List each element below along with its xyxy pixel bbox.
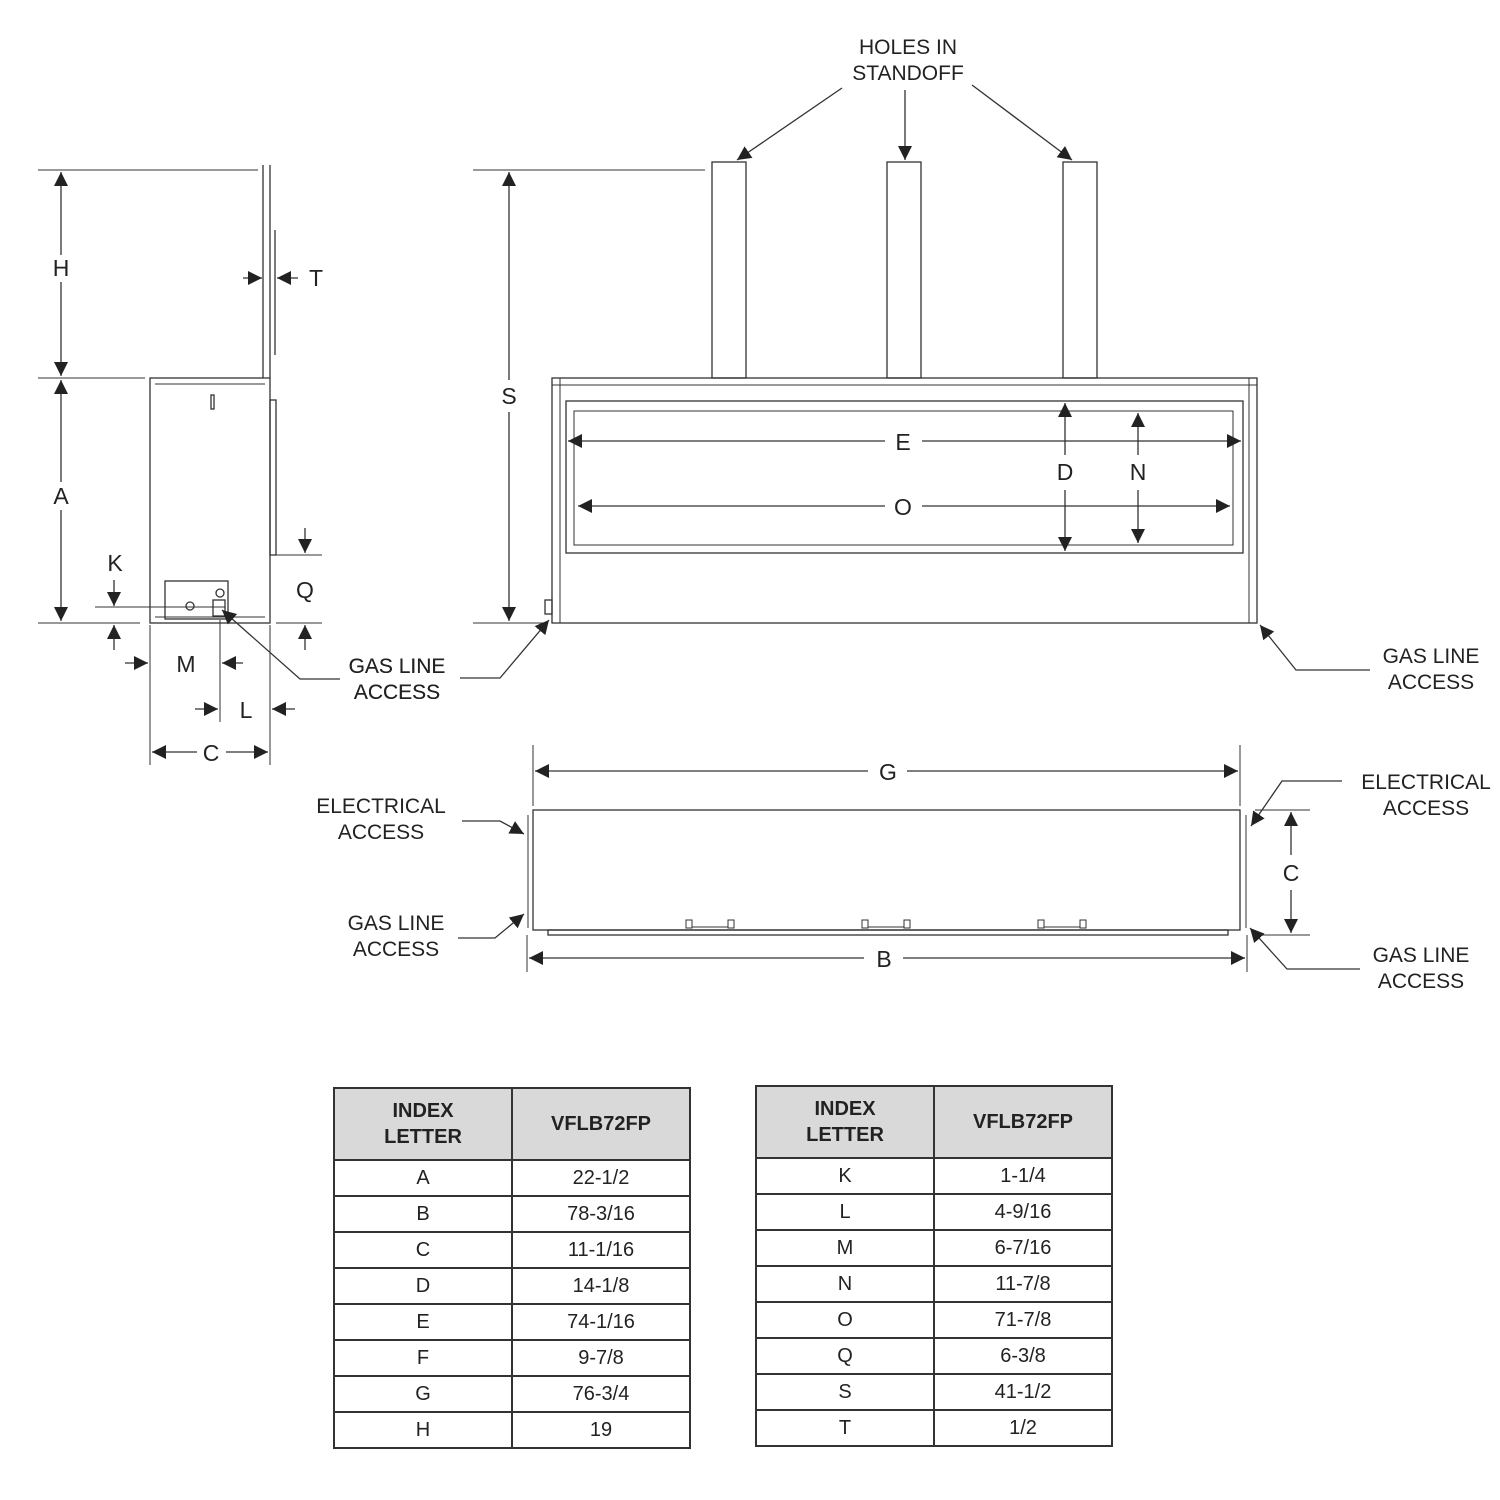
side-view — [38, 165, 340, 765]
index-letter-cell: G — [333, 1375, 513, 1413]
dim-label-d: D — [1057, 459, 1074, 485]
dimension-value-cell: 9-7/8 — [511, 1339, 691, 1377]
dimension-value-cell: 76-3/4 — [511, 1375, 691, 1413]
index-letter-cell: K — [755, 1157, 935, 1195]
dim-label-g: G — [879, 759, 897, 785]
gas-line-access-label: GAS LINE — [1373, 944, 1470, 967]
holes-in-standoff-label: HOLES IN — [859, 36, 957, 59]
standoff — [886, 161, 922, 379]
gas-line-access-label: ACCESS — [354, 681, 440, 704]
header-model: VFLB72FP — [933, 1085, 1113, 1159]
index-letter-cell: N — [755, 1265, 935, 1303]
header-model: VFLB72FP — [511, 1087, 691, 1161]
dim-label-l: L — [240, 697, 253, 723]
index-letter-cell: F — [333, 1339, 513, 1377]
dimension-value-cell: 41-1/2 — [933, 1373, 1113, 1411]
electrical-access-label: ACCESS — [338, 821, 424, 844]
gas-line-access-label: GAS LINE — [348, 912, 445, 935]
gas-line-access-label: ACCESS — [1378, 970, 1464, 993]
electrical-access-label: ACCESS — [1383, 797, 1469, 820]
dim-label-s: S — [501, 383, 516, 409]
dim-label-o: O — [894, 494, 912, 520]
gas-line-access-label: ACCESS — [353, 938, 439, 961]
dimension-value-cell: 1/2 — [933, 1409, 1113, 1447]
top-body — [532, 809, 1241, 931]
gas-line-access-label: GAS LINE — [349, 655, 446, 678]
dim-label-e: E — [895, 429, 910, 455]
dimension-value-cell: 11-1/16 — [511, 1231, 691, 1269]
dim-label-m: M — [176, 651, 195, 677]
electrical-access-label: ELECTRICAL — [316, 795, 446, 818]
standoff — [1062, 161, 1098, 379]
dimension-value-cell: 74-1/16 — [511, 1303, 691, 1341]
index-letter-cell: E — [333, 1303, 513, 1341]
dim-label-n: N — [1130, 459, 1147, 485]
index-letter-cell: D — [333, 1267, 513, 1305]
dimension-value-cell: 14-1/8 — [511, 1267, 691, 1305]
index-letter-cell: C — [333, 1231, 513, 1269]
dimension-value-cell: 22-1/2 — [511, 1159, 691, 1197]
index-letter-cell: B — [333, 1195, 513, 1233]
dim-label-a: A — [53, 483, 69, 509]
dim-label-t: T — [309, 265, 323, 291]
viewing-window — [565, 400, 1244, 554]
front-view — [460, 84, 1370, 679]
dimension-value-cell: 4-9/16 — [933, 1193, 1113, 1231]
dimension-value-cell: 6-7/16 — [933, 1229, 1113, 1267]
top-view — [458, 745, 1360, 972]
index-letter-cell: O — [755, 1301, 935, 1339]
dimension-value-cell: 71-7/8 — [933, 1301, 1113, 1339]
dim-label-b: B — [876, 946, 891, 972]
side-body — [149, 377, 271, 624]
front-gas-line-access-label: GAS LINE — [349, 655, 446, 678]
dim-label-c: C — [1283, 860, 1300, 886]
standoff — [711, 161, 747, 379]
dimension-value-cell: 19 — [511, 1411, 691, 1449]
dimension-value-cell: 11-7/8 — [933, 1265, 1113, 1303]
index-letter-cell: M — [755, 1229, 935, 1267]
index-letter-cell: S — [755, 1373, 935, 1411]
dim-label-k: K — [107, 550, 123, 576]
gas-line-access-label: GAS LINE — [1383, 645, 1480, 668]
index-letter-cell: Q — [755, 1337, 935, 1375]
front-gas-line-access-label: ACCESS — [354, 681, 440, 704]
electrical-access-label: ELECTRICAL — [1361, 771, 1491, 794]
gas-line-access-label: ACCESS — [1388, 671, 1474, 694]
dimension-value-cell: 78-3/16 — [511, 1195, 691, 1233]
index-letter-cell: L — [755, 1193, 935, 1231]
dimension-value-cell: 6-3/8 — [933, 1337, 1113, 1375]
dim-label-h: H — [53, 255, 70, 281]
dim-label-q: Q — [296, 577, 314, 603]
index-letter-cell: A — [333, 1159, 513, 1197]
holes-in-standoff-label: STANDOFF — [852, 62, 964, 85]
dimension-value-cell: 1-1/4 — [933, 1157, 1113, 1195]
dim-label-c: C — [203, 740, 220, 766]
index-letter-cell: H — [333, 1411, 513, 1449]
index-letter-cell: T — [755, 1409, 935, 1447]
